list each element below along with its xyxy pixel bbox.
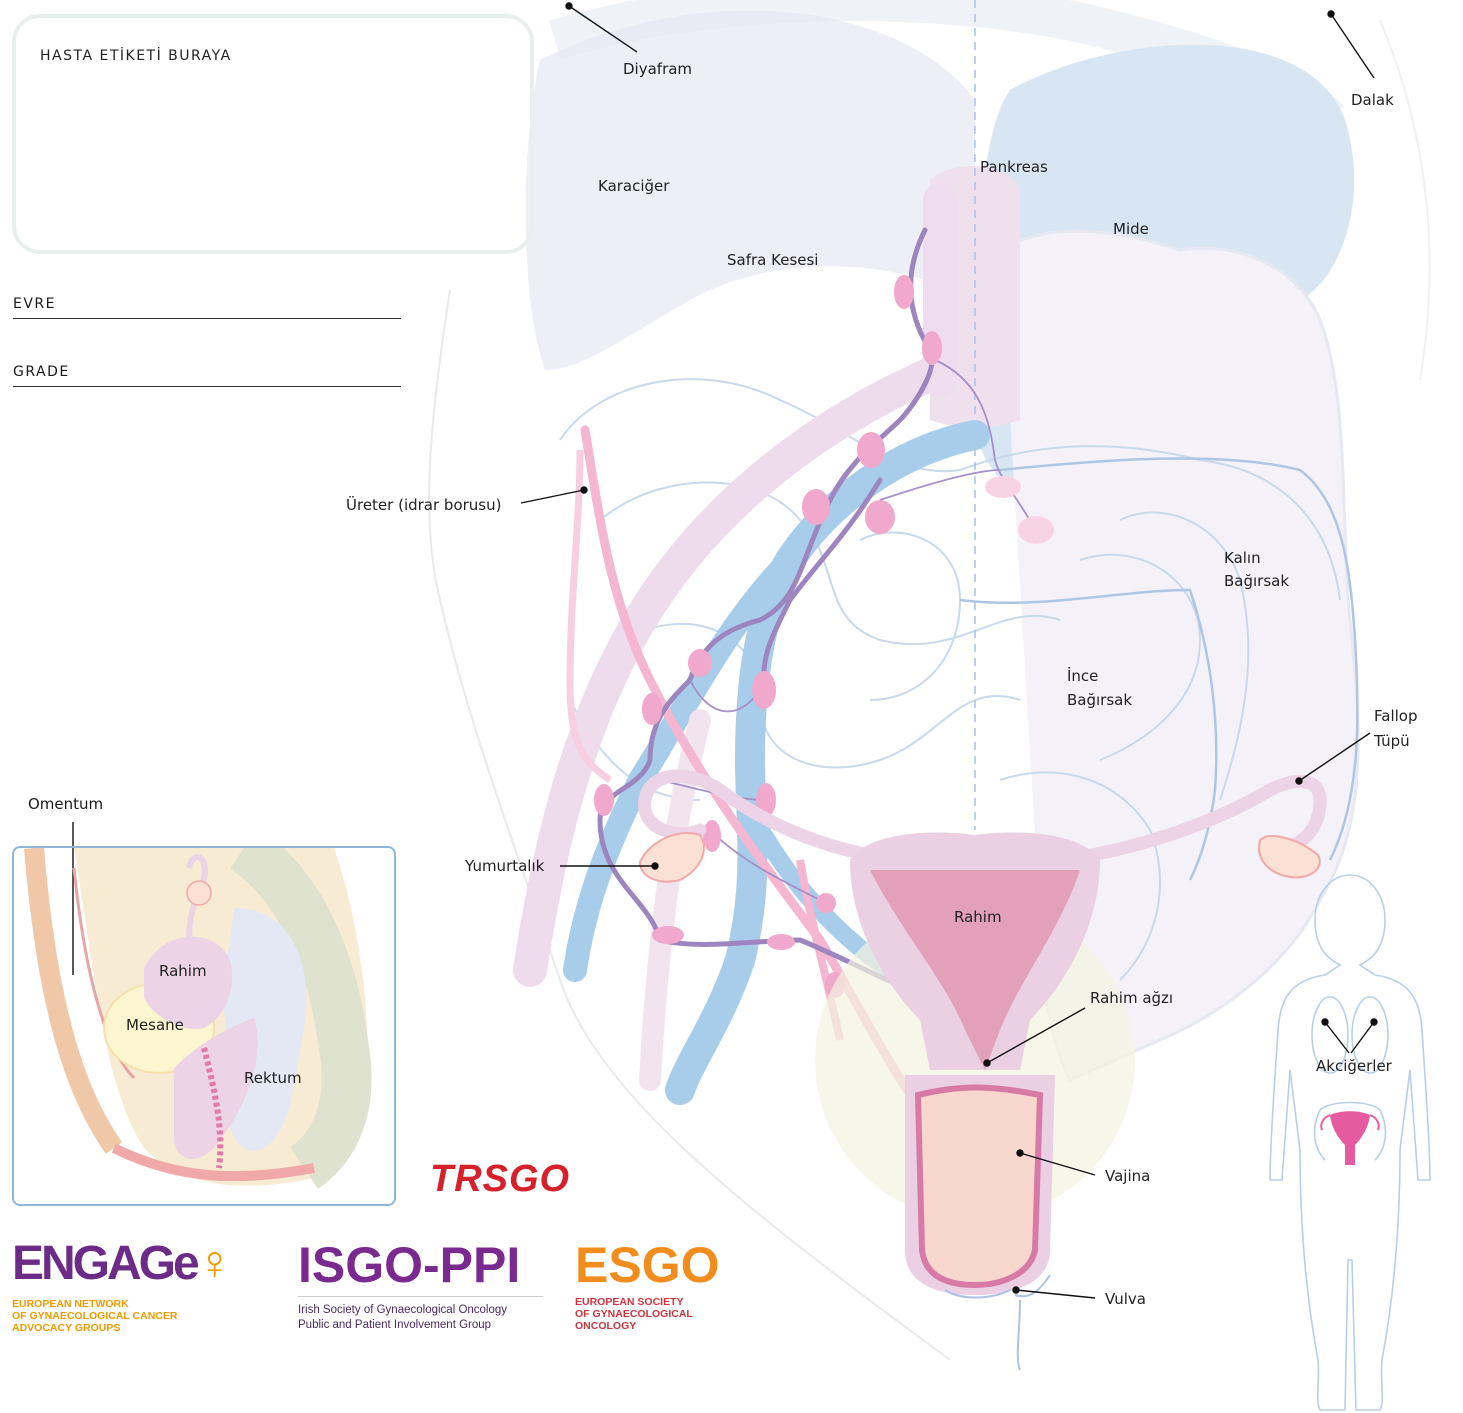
label-spleen: Dalak [1351, 91, 1394, 109]
label-vulva: Vulva [1105, 1290, 1146, 1308]
mini-uterus [1330, 1111, 1370, 1165]
label-gallbladder: Safra Kesesi [727, 251, 818, 269]
sagittal-diagram: Rahim Mesane Rektum [14, 848, 396, 1206]
label-stomach: Mide [1113, 220, 1149, 238]
engage-logo: ENGAGe♀ EUROPEAN NETWORK OF GYNAECOLOGIC… [12, 1240, 282, 1334]
label-vagina: Vajina [1105, 1167, 1150, 1185]
label-uterus: Rahim [954, 908, 1002, 926]
inset-label-rectum: Rektum [244, 1069, 302, 1087]
label-cervix: Rahim ağzı [1090, 989, 1173, 1007]
label-liver: Karaciğer [598, 177, 670, 195]
label-lungs: Akciğerler [1316, 1057, 1393, 1075]
sagittal-inset: Rahim Mesane Rektum [12, 846, 396, 1206]
esgo-wordmark: ESGO [575, 1240, 745, 1290]
label-pancreas: Pankreas [980, 158, 1048, 176]
esgo-subtitle: EUROPEAN SOCIETY OF GYNAECOLOGICAL ONCOL… [575, 1296, 745, 1332]
isgo-logo: ISGO-PPI Irish Society of Gynaecological… [298, 1240, 543, 1333]
liver-shape [526, 11, 975, 370]
trsgo-logo: TRSGO [430, 1160, 570, 1198]
label-diaphragm: Diyafram [623, 60, 692, 78]
label-fallopian-1: Fallop [1374, 707, 1417, 725]
label-fallopian-2: Tüpü [1373, 732, 1410, 750]
label-large-bowel-1: Kalın [1224, 549, 1261, 567]
label-large-bowel-2: Bağırsak [1224, 572, 1289, 590]
esgo-logo: ESGO EUROPEAN SOCIETY OF GYNAECOLOGICAL … [575, 1240, 745, 1332]
ovary-left [640, 833, 704, 882]
label-ureter: Üreter (idrar borusu) [346, 495, 501, 514]
engage-subtitle: EUROPEAN NETWORK OF GYNAECOLOGICAL CANCE… [12, 1298, 282, 1334]
inset-label-bladder: Mesane [126, 1016, 184, 1034]
trsgo-wordmark: TRSGO [430, 1160, 570, 1198]
engage-female-symbol-icon: ♀ [197, 1237, 233, 1290]
isgo-wordmark: ISGO-PPI [298, 1240, 543, 1290]
inset-label-uterus: Rahim [159, 962, 207, 980]
label-small-bowel-1: İnce [1067, 666, 1098, 685]
label-small-bowel-2: Bağırsak [1067, 691, 1132, 709]
label-ovary: Yumurtalık [464, 857, 545, 875]
isgo-subtitle: Irish Society of Gynaecological Oncology… [298, 1296, 543, 1333]
engage-wordmark: ENGAGe♀ [12, 1240, 282, 1288]
